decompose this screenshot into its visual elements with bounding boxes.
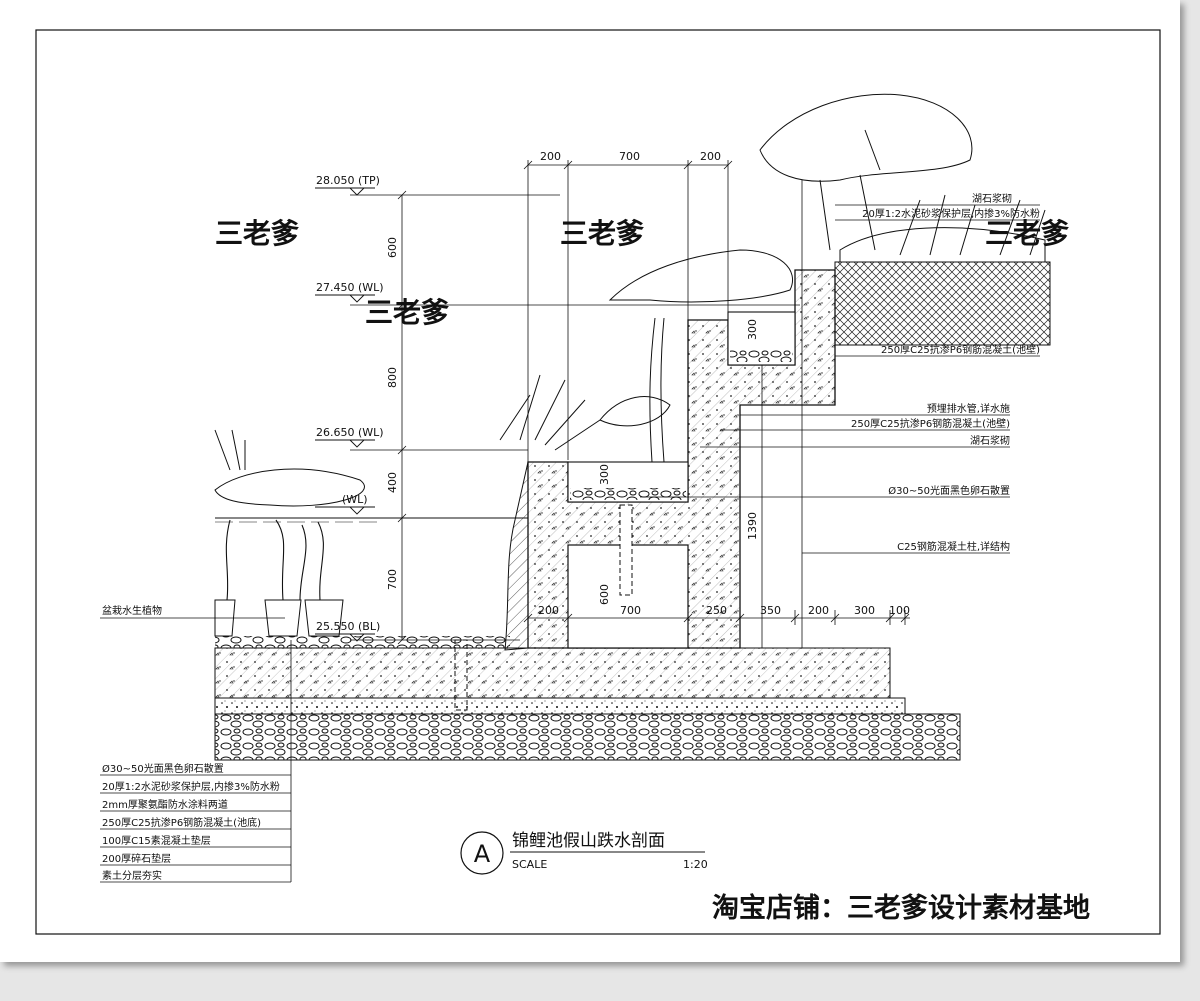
callout-label: 湖石浆砌 xyxy=(970,434,1010,447)
watermark-text: 三老爹 xyxy=(985,217,1069,250)
callout-leaders xyxy=(640,204,1040,554)
callout-label: 250厚C25抗渗P6钢筋混凝土(池壁) xyxy=(881,343,1040,356)
layer-label: 250厚C25抗渗P6钢筋混凝土(池底) xyxy=(102,816,261,829)
layer-label: Ø30~50光面黑色卵石散置 xyxy=(102,762,224,775)
layer-label: 20厚1:2水泥砂浆保护层,内掺3%防水粉 xyxy=(102,780,280,793)
elevation-wl: 27.450 (WL) xyxy=(316,281,384,294)
dim-text: 200 xyxy=(538,604,559,617)
layer-label: 100厚C15素混凝土垫层 xyxy=(102,834,211,847)
dim-text: 700 xyxy=(619,150,640,163)
dim-text: 700 xyxy=(386,569,399,590)
layer-label: 素土分层夯实 xyxy=(102,869,162,882)
dim-text: 250 xyxy=(706,604,727,617)
drawing-sheet: 三老爹 三老爹 三老爹 三老爹 xyxy=(0,0,1180,962)
dim-text: 300 xyxy=(598,464,611,485)
pond-pebbles xyxy=(215,636,510,648)
callout-label: 20厚1:2水泥砂浆保护层,内掺3%防水粉 xyxy=(862,207,1040,220)
slab-hatch xyxy=(215,648,890,698)
dim-text: 700 xyxy=(620,604,641,617)
elevation-wl: 26.650 (WL) xyxy=(316,426,384,439)
drain-pipe xyxy=(619,504,633,596)
shop-watermark: 淘宝店铺：三老爹设计素材基地 xyxy=(712,892,1090,924)
dim-text: 200 xyxy=(808,604,829,617)
gravel-cushion xyxy=(214,713,961,761)
upper-basin-pebbles xyxy=(730,350,793,362)
potted-plants xyxy=(214,519,344,637)
dim-text: 600 xyxy=(386,237,399,258)
dim-text: 300 xyxy=(746,319,759,340)
concrete-cushion xyxy=(214,697,906,715)
waterfall-stream xyxy=(660,317,665,463)
watermark-text: 三老爹 xyxy=(365,296,449,329)
rockery-face xyxy=(504,461,529,651)
planting-soil xyxy=(834,261,1051,346)
callout-label: 250厚C25抗渗P6钢筋混凝土(池壁) xyxy=(851,417,1010,430)
elevation-marks xyxy=(315,187,375,642)
dim-text: 600 xyxy=(598,584,611,605)
elevation-wl: (WL) xyxy=(342,493,368,506)
watermark-text: 三老爹 xyxy=(560,217,644,250)
callout-label: C25钢筋混凝土柱,详结构 xyxy=(897,540,1010,553)
elevation-tp: 28.050 (TP) xyxy=(316,174,380,187)
dim-text: 400 xyxy=(386,472,399,493)
section-drawing: 三老爹 三老爹 三老爹 三老爹 xyxy=(35,29,1161,935)
sheet-frame xyxy=(35,29,1161,935)
dim-text: 350 xyxy=(760,604,781,617)
waterfall-stream xyxy=(649,317,656,463)
layer-label: 200厚碎石垫层 xyxy=(102,852,171,865)
dimension-lines xyxy=(350,160,910,648)
drawing-title: 锦鲤池假山跌水剖面 xyxy=(512,831,665,851)
plant-label: 盆栽水生植物 xyxy=(102,604,162,617)
dim-text: 300 xyxy=(854,604,875,617)
callout-label: 预埋排水管,详水施 xyxy=(927,402,1010,415)
dim-text: 200 xyxy=(540,150,561,163)
layer-legend-lines xyxy=(100,640,292,883)
callout-label: 湖石浆砌 xyxy=(972,192,1012,205)
layer-label: 2mm厚聚氨酯防水涂料两道 xyxy=(102,798,228,811)
elevation-bl: 25.550 (BL) xyxy=(316,620,380,633)
dim-text: 100 xyxy=(889,604,910,617)
drain-pipe xyxy=(454,639,468,711)
callout-label: Ø30~50光面黑色卵石散置 xyxy=(888,484,1010,497)
watermark-text: 三老爹 xyxy=(215,217,299,250)
section-marker xyxy=(460,831,504,875)
middle-basin-pebbles xyxy=(570,488,686,500)
scale-value: 1:20 xyxy=(683,858,708,871)
scale-label: SCALE xyxy=(512,858,547,871)
dim-text: 800 xyxy=(386,367,399,388)
dim-text: 1390 xyxy=(746,512,759,540)
vegetation xyxy=(214,93,1046,507)
dim-text: 200 xyxy=(700,150,721,163)
section-marker-letter: A xyxy=(474,840,491,868)
